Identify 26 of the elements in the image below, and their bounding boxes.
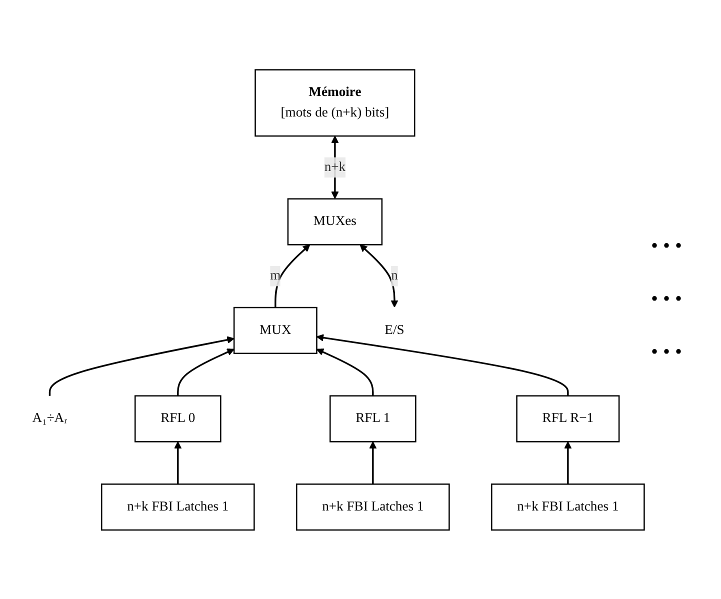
arrow	[369, 440, 377, 484]
node-box: n+k FBI Latches 1	[296, 483, 450, 530]
node-text: A₁÷Aᵣ	[32, 410, 68, 426]
arrow	[564, 440, 572, 484]
edge-label: n+k	[324, 159, 346, 174]
node-box: RFL 0	[134, 394, 222, 442]
arrow	[274, 244, 310, 308]
arrow	[174, 440, 182, 484]
arrow	[177, 348, 234, 396]
node-box: Mémoire [mots de (n+k) bits]	[254, 68, 416, 136]
edge-label: m	[270, 268, 281, 283]
node-box: n+k FBI Latches 1	[100, 483, 255, 530]
ellipsis-dots: • • •	[651, 235, 684, 258]
arrow	[316, 348, 374, 396]
arrow	[48, 336, 234, 396]
node-box: n+k FBI Latches 1	[491, 483, 645, 530]
node-box: RFL R−1	[516, 394, 620, 442]
edge-label: n	[391, 268, 398, 283]
arrow	[360, 244, 398, 308]
ellipsis-dots: • • •	[651, 288, 684, 311]
node-box: RFL 1	[330, 394, 416, 442]
node-box: MUX	[233, 306, 318, 354]
node-text: E/S	[384, 322, 404, 337]
ellipsis-dots: • • •	[651, 341, 684, 364]
arrow	[316, 334, 569, 396]
node-box: MUXes	[287, 198, 383, 245]
